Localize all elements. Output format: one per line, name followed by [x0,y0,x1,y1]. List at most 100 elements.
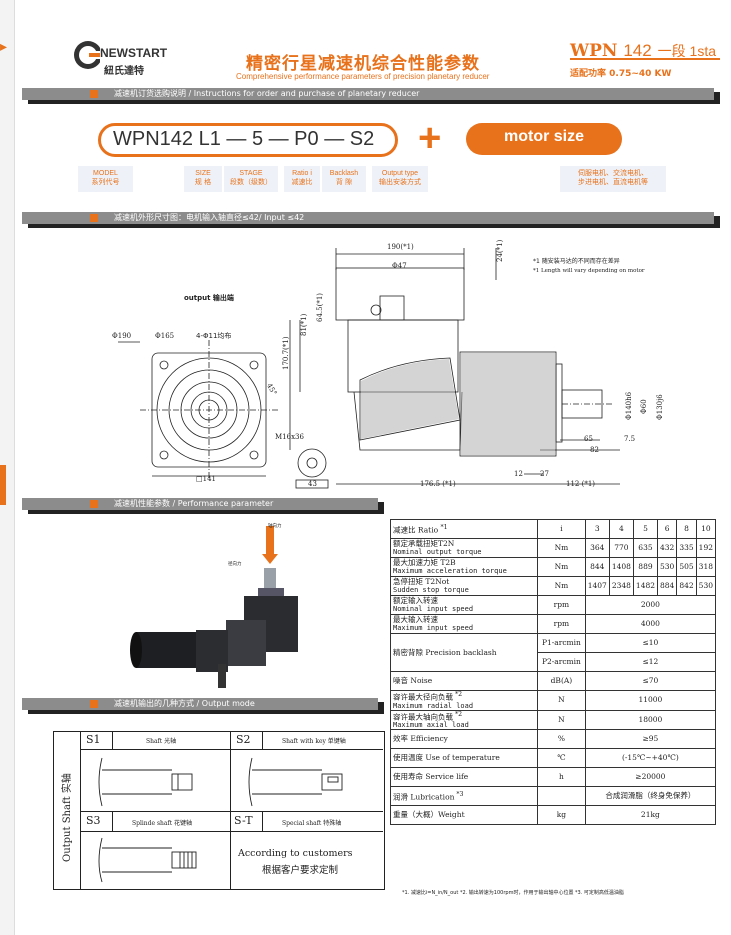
param-value: ≤70 [584,671,717,691]
param-unit: h [537,767,586,787]
st-desc: Special shaft 特殊轴 [282,820,342,827]
label-ratio-cn: 减速比 [291,178,313,186]
radial-force-label: 径向力 [228,562,242,567]
left-edge-glyph: ▸ [0,39,8,55]
param-value: 844 [584,557,610,577]
section-bar-perf: 减速机性能参数 / Performance parameter [22,498,378,510]
param-value: 635 [632,538,659,558]
section-marker [90,90,98,98]
param-value: 1482 [632,576,659,596]
ratio-label: 减速比 Ratio *1 [389,519,539,539]
output-end-label: output 输出端 [184,294,234,302]
motor-types-line1: 伺服电机、交流电机、 [578,169,648,177]
label-output-en: Output type [381,170,419,177]
param-unit: rpm [537,614,586,634]
param-value: 1408 [608,557,634,577]
dim-81: 81(*1) [300,313,308,336]
ratio-10: 10 [695,519,717,539]
dim-phi60: Φ60 [640,399,648,414]
param-value: 884 [657,576,678,596]
page-title-cn: 精密行星减速机综合性能参数 [246,54,480,74]
order-code: WPN142 L1 — 5 — P0 — S2 [113,128,375,150]
output-mode-divider-mid [230,731,231,889]
dim-141: □141 [196,475,216,483]
model-stage: 一段 1sta [657,43,716,59]
output-mode-line3 [80,831,383,832]
power-range: 适配功率 0.75~40 KW [570,69,672,79]
section-bar-dims: 减速机外形尺寸图：电机输入轴直径≤42/ Input ≤42 [22,212,714,224]
dim-170-7: 170.7(*1) [282,336,290,370]
ratio-5: 5 [632,519,659,539]
param-value: 2348 [608,576,634,596]
dim-holes: 4-Φ11均布 [196,332,232,340]
output-mode-line2 [80,811,383,812]
dim-82: 82 [590,446,599,454]
param-label: 重量（大概）Weight [389,805,539,825]
param-unit: % [537,729,586,749]
param-value: 505 [676,557,697,577]
backlash-p1-value: ≤10 [584,633,717,653]
s1-code-divider [112,731,113,749]
brand-name-cn: 紐氏達特 [104,66,144,77]
label-output-cn: 输出安装方式 [379,178,421,186]
param-value: ≥20000 [584,767,717,787]
section-bar-output: 减速机输出的几种方式 / Output mode [22,698,378,710]
label-model-en: MODEL [93,170,118,177]
motor-size-pill [466,123,622,155]
plus-icon: + [418,116,442,160]
section-title-order: 减速机订货选购说明 / Instructions for order and p… [114,89,420,98]
drawing-note-en: *1 Length will vary depending on motor [533,268,645,274]
param-value: 889 [632,557,659,577]
label-ratio: Ratio i 减速比 [284,166,320,192]
dimension-drawing [118,248,620,489]
label-model-cn: 系列代号 [91,178,120,186]
dim-phi47: Φ47 [392,262,407,270]
dim-65: 65 [584,435,593,443]
param-value: 1407 [584,576,610,596]
param-value: 364 [584,538,610,558]
param-label: 效率 Efficiency [389,729,539,749]
param-value: 432 [657,538,678,558]
param-value: 842 [676,576,697,596]
label-backlash-en: Backlash [329,170,359,177]
drawing-note-cn: *1 随安装马达的不同而存在差异 [533,258,620,265]
table-row: 使用温度 Use of temperature℃(-15℃~+40℃) [389,748,717,768]
section-title-dims: 减速机外形尺寸图：电机输入轴直径≤42/ Input ≤42 [114,213,305,222]
param-label: 噪音 Noise [389,671,539,691]
output-shaft-side-label: Output Shaft 实轴 [62,773,73,862]
dim-64-5: 64.5(*1) [316,292,324,322]
param-unit: dB(A) [537,671,586,691]
model-underline [570,58,720,60]
param-value: 770 [608,538,634,558]
label-stage-cn: 段数（级数） [230,178,272,186]
param-value: 2000 [584,595,717,615]
table-footnote: *1. 减速比i=N_in/N_out *2. 输出转速为100rpm时，作用于… [402,890,624,896]
section-title-output: 减速机输出的几种方式 / Output mode [114,699,255,708]
s2-desc: Shaft with key 单键轴 [282,738,346,745]
dim-phi140: Φ140h6 [625,391,633,420]
section-marker [90,700,98,708]
output-mode-line1 [80,749,383,750]
param-value: 335 [676,538,697,558]
label-size-en: SIZE [195,170,211,177]
param-unit: Nm [537,538,586,558]
param-label: 使用温度 Use of temperature [389,748,539,768]
param-value: 318 [695,557,717,577]
backlash-p1: P1-arcmin [537,633,586,653]
ratio-mark: *1 [440,523,448,531]
param-label: 使用寿命 Service life [389,767,539,787]
